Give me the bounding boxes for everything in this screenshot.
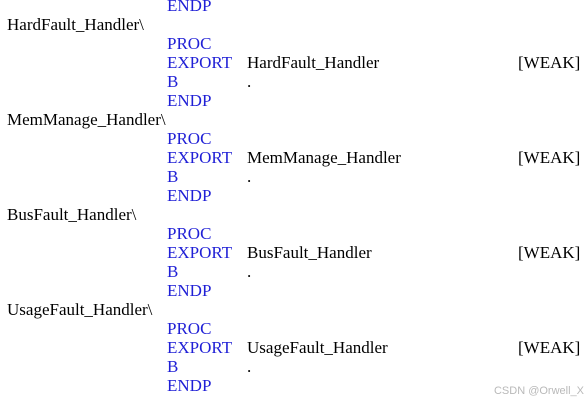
code-line: BusFault_Handler\	[0, 205, 588, 224]
handler-label: BusFault_Handler\	[7, 205, 137, 224]
code-line: EXPORT BusFault_Handler [WEAK]	[0, 243, 588, 262]
export-symbol: UsageFault_Handler	[247, 338, 388, 357]
code-line: UsageFault_Handler\	[0, 300, 588, 319]
code-line: ENDP	[0, 281, 588, 300]
code-line: EXPORT MemManage_Handler [WEAK]	[0, 148, 588, 167]
code-line: B.	[0, 167, 588, 186]
directive-keyword: PROC	[167, 224, 212, 243]
code-line: PROC	[0, 34, 588, 53]
weak-attribute: [WEAK]	[518, 53, 581, 72]
code-line: EXPORT HardFault_Handler [WEAK]	[0, 53, 588, 72]
directive-keyword: PROC	[167, 34, 212, 53]
directive-keyword: PROC	[167, 319, 212, 338]
code-line: B.	[0, 262, 588, 281]
weak-attribute: [WEAK]	[518, 243, 581, 262]
code-line: B.	[0, 72, 588, 91]
branch-target: .	[247, 357, 252, 376]
directive-keyword: ENDP	[167, 376, 212, 395]
export-symbol: HardFault_Handler	[247, 53, 380, 72]
export-symbol: MemManage_Handler	[247, 148, 401, 167]
code-line: ENDP	[0, 91, 588, 110]
directive-keyword: ENDP	[167, 186, 212, 205]
directive-keyword: PROC	[167, 129, 212, 148]
weak-attribute: [WEAK]	[518, 148, 581, 167]
code-line: EXPORT UsageFault_Handler [WEAK]	[0, 338, 588, 357]
weak-attribute: [WEAK]	[518, 338, 581, 357]
branch-instruction: B	[167, 167, 179, 186]
branch-target: .	[247, 262, 252, 281]
code-line: ENDP	[0, 186, 588, 205]
branch-target: .	[247, 167, 252, 186]
watermark: CSDN @Orwell_X	[493, 385, 584, 397]
branch-instruction: B	[167, 357, 179, 376]
export-keyword: EXPORT	[167, 53, 233, 72]
directive-keyword: ENDP	[167, 281, 212, 300]
export-keyword: EXPORT	[167, 243, 233, 262]
branch-instruction: B	[167, 262, 179, 281]
code-line: B.	[0, 357, 588, 376]
branch-target: .	[247, 72, 252, 91]
code-line: PROC	[0, 224, 588, 243]
code-line: HardFault_Handler\	[0, 15, 588, 34]
code-line: PROC	[0, 129, 588, 148]
directive-keyword: ENDP	[167, 0, 212, 15]
code-line: MemManage_Handler\	[0, 110, 588, 129]
export-symbol: BusFault_Handler	[247, 243, 372, 262]
branch-instruction: B	[167, 72, 179, 91]
handler-label: HardFault_Handler\	[7, 15, 144, 34]
export-keyword: EXPORT	[167, 148, 233, 167]
handler-label: UsageFault_Handler\	[7, 300, 153, 319]
export-keyword: EXPORT	[167, 338, 233, 357]
code-line: ENDP	[0, 376, 588, 395]
directive-keyword: ENDP	[167, 91, 212, 110]
code-line: PROC	[0, 319, 588, 338]
code-line: ENDP	[0, 0, 588, 15]
handler-label: MemManage_Handler\	[7, 110, 166, 129]
